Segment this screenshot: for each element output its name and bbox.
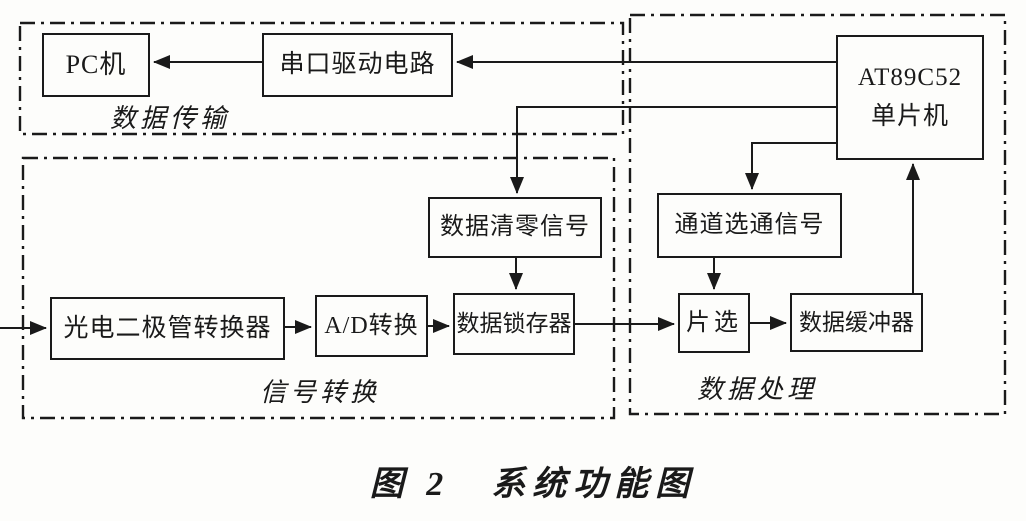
node-ad-converter: A/D转换 bbox=[315, 295, 428, 357]
node-pc-label: PC机 bbox=[65, 50, 127, 80]
node-mcu-label-line1: AT89C52 bbox=[857, 63, 963, 91]
node-chip-select: 片选 bbox=[678, 293, 750, 353]
node-ad-converter-label: A/D转换 bbox=[324, 312, 419, 339]
group-box-data-transfer bbox=[18, 21, 625, 136]
arrow-mcu-to-data-clear bbox=[510, 106, 836, 194]
group-box-signal-conversion bbox=[21, 156, 616, 420]
node-chip-select-label: 片选 bbox=[686, 309, 742, 336]
group-label-data-processing: 数据处理 bbox=[696, 375, 817, 404]
node-data-buffer-label: 数据缓冲器 bbox=[799, 309, 914, 335]
node-data-buffer: 数据缓冲器 bbox=[790, 293, 923, 352]
node-pc: PC机 bbox=[42, 33, 150, 97]
node-data-latch-label: 数据锁存器 bbox=[456, 311, 572, 337]
node-data-clear-signal: 数据清零信号 bbox=[428, 197, 602, 258]
arrow-mcu-to-channel-strobe bbox=[745, 142, 836, 190]
figure-caption: 图 2 系统功能图 bbox=[369, 466, 697, 503]
node-serial-driver: 串口驱动电路 bbox=[262, 33, 453, 97]
node-mcu-label-line2: 单片机 bbox=[870, 102, 949, 130]
node-data-latch: 数据锁存器 bbox=[453, 293, 575, 355]
group-label-signal-conversion: 信号转换 bbox=[259, 378, 380, 407]
node-mcu: AT89C52 单片机 bbox=[836, 35, 984, 160]
node-photodiode-converter: 光电二极管转换器 bbox=[50, 297, 285, 360]
node-photodiode-converter-label: 光电二极管转换器 bbox=[63, 314, 272, 342]
group-label-data-transfer: 数据传输 bbox=[109, 104, 230, 133]
node-data-clear-signal-label: 数据清零信号 bbox=[440, 214, 590, 241]
node-channel-strobe-signal: 通道选通信号 bbox=[657, 193, 842, 258]
group-box-data-processing bbox=[628, 13, 1007, 416]
node-serial-driver-label: 串口驱动电路 bbox=[279, 51, 436, 78]
node-channel-strobe-signal-label: 通道选通信号 bbox=[674, 212, 825, 239]
